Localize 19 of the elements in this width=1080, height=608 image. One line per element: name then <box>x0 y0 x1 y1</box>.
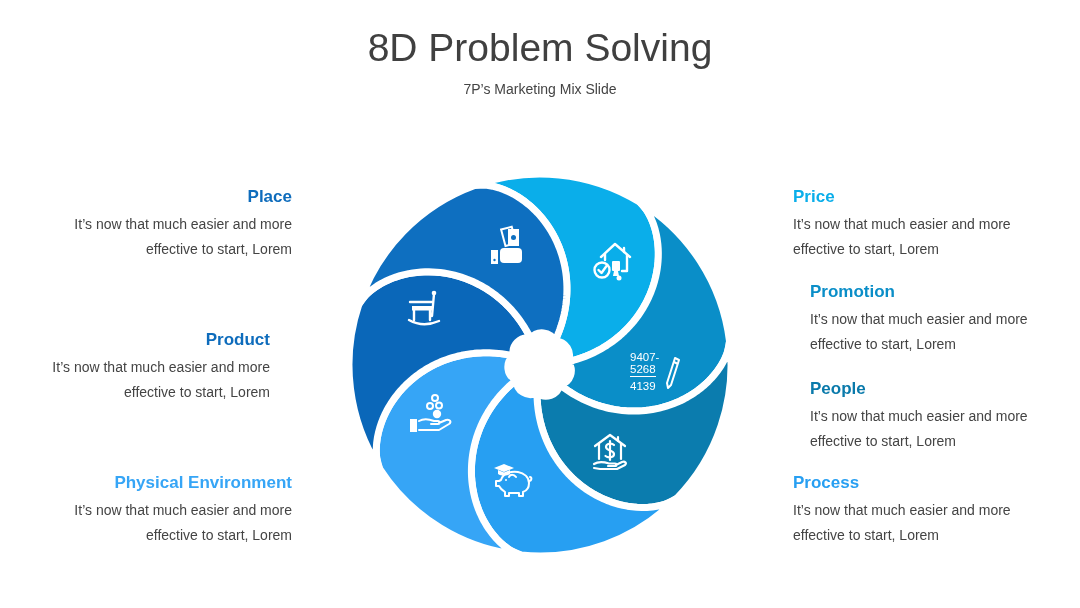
calculation-digits: 9407- <box>630 350 660 364</box>
description-text: It’s now that much easier and more effective to start, Lorem <box>810 310 1029 354</box>
calculation-digits: 5268 <box>630 362 656 377</box>
slide-title: 8D Problem Solving <box>367 25 713 71</box>
description-text: It’s now that much easier and more effective to start, Lorem <box>73 501 292 545</box>
section-heading: Physical Environment <box>114 472 292 494</box>
description-text: It’s now that much easier and more effective to start, Lorem <box>51 358 270 402</box>
calculation-digits: 4139 <box>630 379 656 393</box>
section-heading: Product <box>205 329 270 351</box>
description-text: It’s now that much easier and more effective to start, Lorem <box>793 215 1012 259</box>
section-heading: Price <box>793 186 835 208</box>
section-heading: Place <box>247 186 292 208</box>
section-heading: Process <box>793 472 860 494</box>
description-text: It’s now that much easier and more effective to start, Lorem <box>810 407 1029 451</box>
description-text: It’s now that much easier and more effective to start, Lorem <box>793 501 1012 545</box>
slide-subtitle: 7P’s Marketing Mix Slide <box>463 80 617 98</box>
description-text: It’s now that much easier and more effective to start, Lorem <box>73 215 292 259</box>
section-heading: People <box>810 378 866 400</box>
section-heading: Promotion <box>810 281 895 303</box>
